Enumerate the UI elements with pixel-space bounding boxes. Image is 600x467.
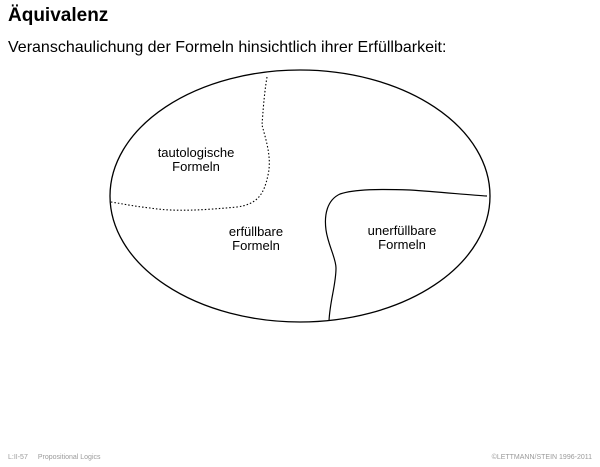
satisfiable-label-line2: Formeln (232, 238, 280, 253)
footer-course: Propositional Logics (37, 454, 101, 461)
slide-title: Äquivalenz (8, 5, 109, 26)
footer-left: L:II-57 Propositional Logics (8, 454, 111, 461)
satisfiable-label-line1: erfüllbare (229, 224, 283, 239)
unsatisfiable-boundary (324, 188, 488, 322)
footer-page-ref: L:II-57 (8, 454, 28, 461)
tautological-label-line1: tautologische (158, 145, 235, 160)
footer-copyright: ©LETTMANN/STEIN 1996-2011 (491, 454, 592, 461)
formula-set-ellipse (109, 69, 491, 323)
tautological-label-line2: Formeln (172, 159, 220, 174)
tautology-boundary (110, 76, 270, 211)
unsatisfiable-label-line1: unerfüllbare (368, 223, 437, 238)
unsatisfiable-label-line2: Formeln (378, 237, 426, 252)
slide-subtitle: Veranschaulichung der Formeln hinsichtli… (8, 39, 447, 56)
